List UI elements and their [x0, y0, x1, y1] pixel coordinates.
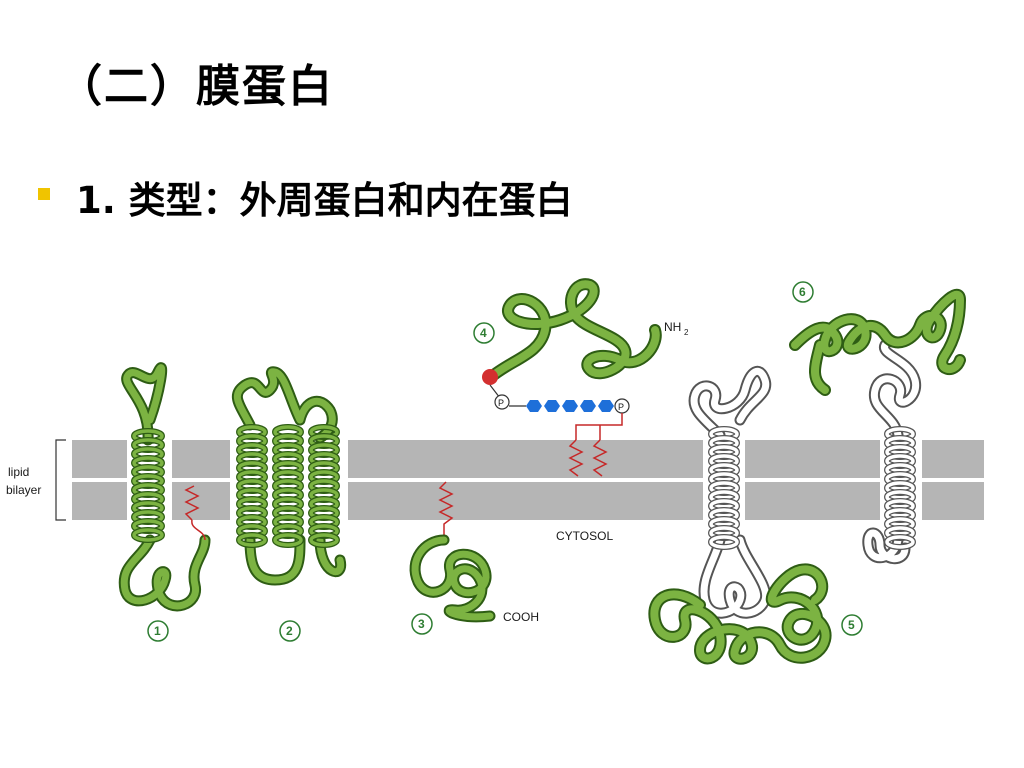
protein-5-white-transmembrane	[688, 365, 772, 619]
protein-number-1: 1	[147, 620, 169, 642]
phosphate-right-label: P	[618, 402, 624, 412]
helix-turn	[237, 533, 267, 547]
bilayer-label-line1: lipid	[8, 465, 29, 479]
helix-turn	[309, 533, 339, 547]
protein-1-single-pass	[118, 362, 211, 612]
helix-coils	[131, 424, 916, 550]
helix-turn	[885, 535, 915, 549]
helix-turn	[709, 535, 739, 549]
bullet-marker	[38, 188, 50, 200]
protein-number-5: 5	[841, 614, 863, 636]
protein-number-6-text: 6	[799, 285, 806, 299]
cytosol-label: CYTOSOL	[556, 529, 613, 543]
phosphate-left-label: P	[498, 398, 504, 408]
nh2-subscript: 2	[684, 328, 689, 337]
protein-number-2: 2	[279, 620, 301, 642]
protein-4-gpi-anchored: P P	[482, 278, 662, 477]
protein-6-peripheral-green	[789, 288, 967, 396]
bilayer-label-line2: bilayer	[6, 483, 41, 497]
sugar-chain	[526, 400, 614, 412]
cooh-label: COOH	[503, 610, 539, 624]
helix-turn	[273, 533, 303, 547]
slide-title: （二）膜蛋白	[58, 61, 334, 112]
protein-2-multi-pass	[231, 366, 347, 586]
protein-number-3-text: 3	[418, 617, 425, 631]
protein-number-5-text: 5	[848, 618, 855, 632]
protein-number-2-text: 2	[286, 624, 293, 638]
protein-3-lipid-anchored	[409, 481, 496, 623]
ethanolamine-dot	[482, 369, 498, 385]
bullet-text: 1. 类型：外周蛋白和内在蛋白	[76, 179, 573, 222]
lipid-bilayer	[72, 440, 984, 520]
protein-number-3: 3	[411, 613, 433, 635]
nh2-label: NH	[664, 320, 681, 334]
helix-turn	[132, 528, 164, 542]
membrane-protein-diagram: lipid bilayer CYTOSOL COOH P	[6, 278, 984, 665]
protein-5-peripheral-green	[648, 563, 832, 665]
bilayer-bracket	[55, 439, 66, 521]
protein-number-4-text: 4	[480, 326, 487, 340]
protein-6-white-transmembrane	[862, 339, 922, 564]
phosphate-left	[494, 394, 510, 410]
protein-number-1-text: 1	[154, 624, 161, 638]
protein-number-4: 4	[473, 322, 495, 344]
protein-number-6: 6	[792, 281, 814, 303]
